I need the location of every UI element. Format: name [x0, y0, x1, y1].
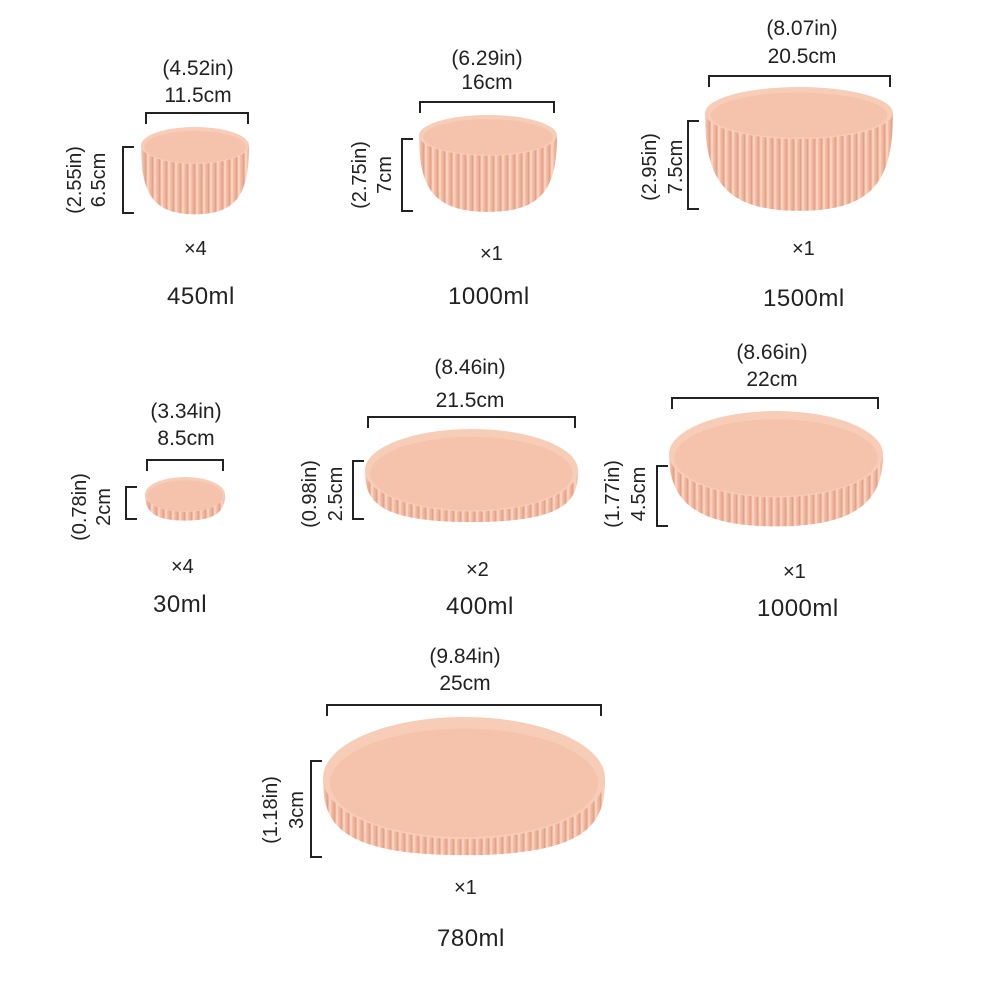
width-dimension-line: [671, 397, 879, 409]
height-cm-label: 2cm: [93, 488, 115, 526]
dish-30-image: [145, 477, 225, 521]
width-cm-label: 20.5cm: [767, 45, 837, 68]
width-inches-label: (9.84in): [429, 645, 501, 668]
plate-400-image: [365, 429, 578, 523]
height-cm-label: 6.5cm: [88, 152, 110, 208]
volume-label: 450ml: [167, 283, 235, 310]
width-inches-label: (3.34in): [150, 400, 222, 423]
plate-780-image: [323, 717, 605, 856]
width-dimension-line: [708, 75, 891, 87]
height-inches-label: (1.77in): [602, 460, 624, 528]
height-inches-label: (0.98in): [299, 460, 321, 528]
width-cm-label: 25cm: [439, 672, 491, 695]
volume-label: 780ml: [437, 925, 505, 952]
height-dimension-line: [310, 760, 322, 858]
volume-label: 1500ml: [763, 285, 845, 312]
width-inches-label: (8.66in): [736, 341, 808, 364]
height-inches-label: (1.18in): [260, 776, 282, 844]
bowl-1500-image: [705, 87, 893, 211]
height-inches-label: (2.75in): [349, 141, 371, 209]
height-dimension-line: [125, 486, 137, 520]
width-dimension-line: [145, 112, 249, 124]
quantity-label: ×4: [171, 556, 194, 578]
quantity-label: ×1: [783, 561, 806, 583]
width-inches-label: (8.46in): [434, 356, 506, 379]
quantity-label: ×1: [454, 877, 477, 899]
width-dimension-line: [326, 704, 602, 716]
height-cm-label: 2.5cm: [325, 466, 347, 522]
bowl-450-image: [141, 127, 249, 215]
width-cm-label: 22cm: [746, 368, 798, 391]
width-dimension-line: [419, 101, 555, 113]
volume-label: 400ml: [446, 593, 514, 620]
height-dimension-line: [352, 460, 364, 520]
quantity-label: ×4: [184, 238, 207, 260]
bowl-1000-image: [419, 115, 557, 212]
volume-label: 1000ml: [448, 283, 530, 310]
width-dimension-line: [146, 459, 224, 471]
quantity-label: ×1: [480, 243, 503, 265]
dish-1000-image: [669, 411, 883, 527]
height-cm-label: 7cm: [374, 156, 396, 194]
height-dimension-line: [122, 146, 134, 214]
height-cm-label: 3cm: [286, 791, 308, 829]
width-cm-label: 21.5cm: [435, 389, 505, 412]
width-inches-label: (4.52in): [162, 57, 234, 80]
volume-label: 30ml: [153, 591, 208, 618]
height-dimension-line: [401, 138, 413, 212]
height-dimension-line: [656, 465, 668, 527]
height-inches-label: (2.55in): [64, 146, 86, 214]
width-inches-label: (8.07in): [766, 17, 838, 40]
height-dimension-line: [687, 120, 699, 210]
height-inches-label: (0.78in): [69, 473, 91, 541]
volume-label: 1000ml: [757, 595, 839, 622]
width-inches-label: (6.29in): [451, 47, 523, 70]
height-cm-label: 7.5cm: [665, 139, 687, 195]
height-cm-label: 4.5cm: [628, 466, 650, 522]
width-cm-label: 8.5cm: [157, 427, 215, 450]
width-cm-label: 11.5cm: [164, 84, 232, 107]
height-inches-label: (2.95in): [639, 133, 661, 201]
width-cm-label: 16cm: [461, 71, 513, 94]
width-dimension-line: [367, 416, 576, 428]
quantity-label: ×2: [466, 559, 489, 581]
quantity-label: ×1: [792, 238, 815, 260]
